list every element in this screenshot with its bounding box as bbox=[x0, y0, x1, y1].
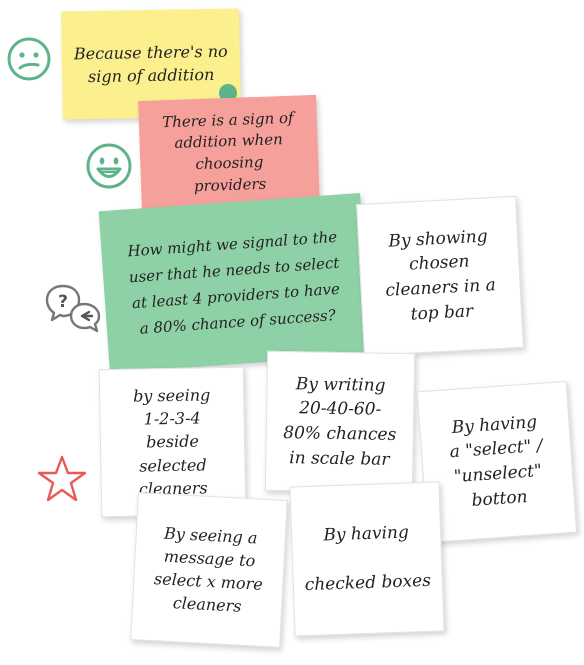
idea-note-message: By seeing a message to select x more cle… bbox=[130, 492, 288, 648]
sticky-note-how-might-we: How might we signal to the user that he … bbox=[98, 193, 372, 373]
idea-note-select-button: By having a "select" / "unselect" botton bbox=[416, 380, 578, 544]
idea-note-text: by seeing 1-2-3-4 beside selected cleane… bbox=[132, 385, 211, 499]
star-icon bbox=[37, 455, 87, 502]
idea-note-checkboxes: By having checked boxes bbox=[289, 481, 445, 637]
idea-note-text: By having a "select" / "unselect" botton bbox=[449, 411, 544, 511]
idea-note-text: By writing 20-40-60- 80% chances in scal… bbox=[283, 373, 397, 470]
sticky-note-text: There is a sign of addition when choosin… bbox=[161, 108, 294, 195]
smiley-face-icon bbox=[86, 143, 132, 189]
sticky-note-observation: There is a sign of addition when choosin… bbox=[138, 94, 320, 212]
idea-note-text: By seeing a message to select x more cle… bbox=[153, 523, 264, 616]
idea-note-top-bar: By showing chosen cleaners in a top bar bbox=[356, 195, 524, 357]
svg-text:?: ? bbox=[58, 292, 68, 312]
sticky-note-text: How might we signal to the user that he … bbox=[126, 227, 341, 338]
confused-face-icon bbox=[7, 37, 51, 81]
idea-note-scale-bar: By writing 20-40-60- 80% chances in scal… bbox=[264, 350, 416, 494]
idea-note-text: By showing chosen cleaners in a top bar bbox=[385, 226, 497, 325]
idea-note-text: By having checked boxes bbox=[304, 522, 432, 596]
sticky-note-text: Because there's no sign of addition bbox=[73, 41, 228, 87]
question-chat-icon: ? bbox=[45, 284, 101, 333]
